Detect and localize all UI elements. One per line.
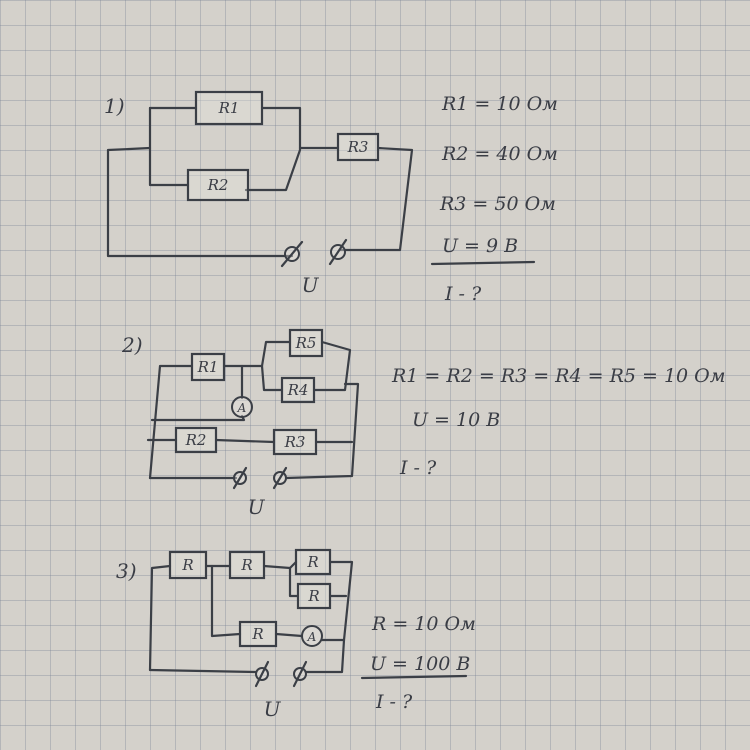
source-label: U [248,495,266,519]
wire [288,566,348,598]
given-line: R3 = 50 Ом [439,193,556,215]
terminal-stroke [232,466,248,490]
resistor-label: R2 [185,431,207,449]
given-line: U = 9 B [442,235,518,257]
wire [148,364,194,480]
wire [204,564,292,570]
given-line: R1 = 10 Ом [441,93,558,115]
wire [284,382,360,480]
ammeter-icon [301,625,323,647]
circuit-3: 3) R R R R R A U R = 10 Ом U = 100 B [116,548,476,721]
wire [150,414,246,422]
given-line: U = 10 B [412,409,500,431]
resistor-label: R4 [287,381,309,399]
resistor-label: R3 [347,138,369,156]
circuit-2: 2) R1 R5 R4 R2 R3 A U R1 = R2 = R3 = R4 [121,328,726,519]
terminal-stroke [280,240,304,268]
terminal-stroke [328,238,348,266]
terminal-stroke [254,660,270,688]
resistor-r4 [280,376,316,404]
wire [260,340,352,392]
given-line: U = 100 B [370,653,470,675]
resistor-r3 [272,428,318,456]
wire [338,146,414,252]
wire [260,364,284,392]
resistor-label: R [306,553,318,571]
terminal-stroke [272,466,288,490]
wire [148,106,302,192]
ammeter-label: A [237,401,247,415]
resistor-label: R3 [284,433,306,451]
given-underline [430,260,536,266]
resistor-label: R [240,556,252,574]
resistor-r [228,550,266,580]
problem-1-number: 1) [104,94,125,118]
resistor-label: R [307,587,319,605]
wire [210,564,304,638]
resistor-label: R [251,625,263,643]
resistor-r3 [336,132,380,162]
resistor-label: R1 [197,358,219,376]
wire [106,146,294,258]
find-line: I - ? [399,457,437,479]
resistor-r [168,550,208,580]
resistor-r5 [288,328,324,358]
problem-2-number: 2) [121,333,143,357]
wire [148,668,258,674]
resistor-label: R2 [207,176,229,194]
resistor-r [238,620,278,648]
resistor-r2 [186,168,250,202]
ammeter-label: A [307,630,317,644]
source-label: U [302,273,320,297]
given-underline [360,674,468,680]
problem-3-number: 3) [116,559,137,583]
source-label: U [264,697,282,721]
wire [148,106,190,187]
given-line: R2 = 40 Ом [441,143,558,165]
terminal-stroke [292,660,308,688]
given-line: R1 = R2 = R3 = R4 = R5 = 10 Ом [391,365,726,387]
resistor-r [294,548,332,576]
resistor-r1 [190,352,226,382]
resistor-label: R [181,556,193,574]
ammeter-icon [231,396,253,418]
resistor-r2 [174,426,218,454]
wire [304,638,346,674]
resistor-r [296,582,332,610]
find-line: I - ? [444,283,482,305]
wire [146,438,354,444]
resistor-label: R5 [295,334,317,352]
wire [148,564,172,672]
given-line: R = 10 Ом [371,613,476,635]
find-line: I - ? [375,691,413,713]
resistor-label: R1 [218,99,240,117]
resistor-r1 [194,90,264,126]
circuit-1: 1) R1 R2 R3 U R1 = 10 Ом R2 = 40 Ом R3 =… [104,90,558,305]
